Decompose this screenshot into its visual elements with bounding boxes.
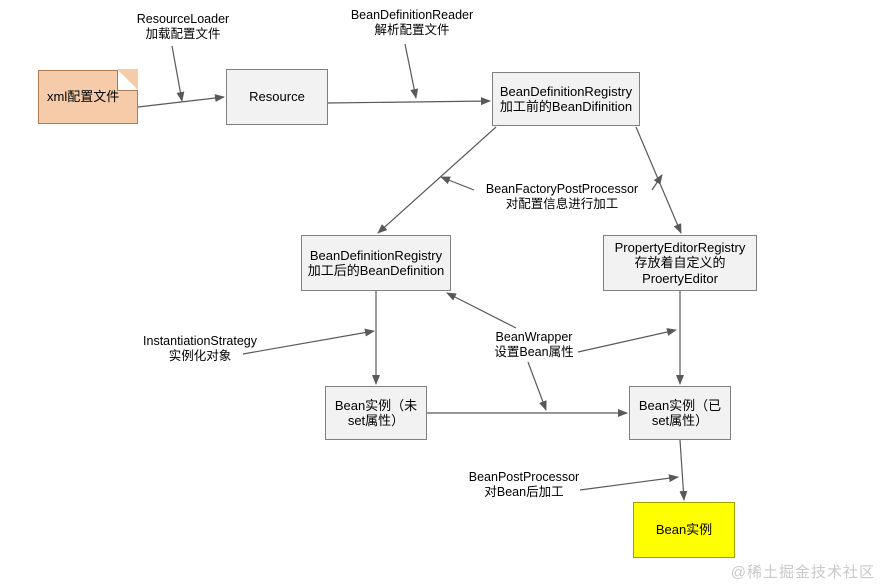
node-bean-instance-set[interactable]: Bean实例（已 set属性） <box>629 386 731 440</box>
node-label: BeanDefinitionRegistry 加工前的BeanDifinitio… <box>499 83 633 114</box>
node-label: Bean实例（未 set属性） <box>334 397 418 428</box>
node-xml-config-file[interactable]: xml配置文件 <box>38 69 138 124</box>
node-label: Resource <box>249 89 305 105</box>
edge-bfpp-connector-right <box>651 174 663 191</box>
edge-resourceloader-connector <box>171 45 185 102</box>
edge-label-bean-definition-reader: BeanDefinitionReader 解析配置文件 <box>350 8 474 37</box>
node-label: BeanDefinitionRegistry 加工后的BeanDefinitio… <box>307 247 445 278</box>
node-label: Bean实例（已 set属性） <box>638 397 722 428</box>
edge-label-instantiation-strategy: InstantiationStrategy 实例化对象 <box>143 334 257 363</box>
node-label: xml配置文件 <box>47 89 120 105</box>
node-label: Bean实例 <box>655 522 713 538</box>
edge-bean-set-to-bean-final <box>679 439 688 501</box>
edge-beanwrapper-connector-down <box>527 361 547 411</box>
edge-label-bean-post-processor: BeanPostProcessor 对Bean后加工 <box>468 470 580 499</box>
edge-resource-to-bdr-before <box>327 97 491 106</box>
node-bean-definition-registry-after[interactable]: BeanDefinitionRegistry 加工后的BeanDefinitio… <box>301 235 451 291</box>
node-resource[interactable]: Resource <box>226 69 328 125</box>
node-label: PropertyEditorRegistry 存放着自定义的 ProertyEd… <box>614 240 746 286</box>
edge-label-bean-factory-post-processor: BeanFactoryPostProcessor 对配置信息进行加工 <box>485 182 639 211</box>
edge-label-bean-wrapper: BeanWrapper 设置Bean属性 <box>494 330 574 359</box>
edge-instantiation-strategy-connector <box>242 328 375 355</box>
node-bean-instance-unset[interactable]: Bean实例（未 set属性） <box>325 386 427 440</box>
edge-beanwrapper-connector-left <box>446 292 517 329</box>
edge-beanwrapper-connector-right <box>577 328 677 353</box>
node-bean-definition-registry-before[interactable]: BeanDefinitionRegistry 加工前的BeanDifinitio… <box>492 72 640 126</box>
watermark: @稀土掘金技术社区 <box>730 564 875 581</box>
edge-bdr-before-to-bdr-after <box>377 126 497 234</box>
edge-label-resource-loader: ResourceLoader 加载配置文件 <box>136 12 230 41</box>
edge-bdreader-connector <box>404 43 419 99</box>
node-bean-instance-final[interactable]: Bean实例 <box>633 502 735 558</box>
document-fold-icon <box>117 69 138 91</box>
node-property-editor-registry[interactable]: PropertyEditorRegistry 存放着自定义的 ProertyEd… <box>603 235 757 291</box>
edge-bfpp-connector-left <box>440 176 475 191</box>
edge-beanpostprocessor-connector <box>579 474 679 491</box>
edge-xml-to-resource <box>137 94 225 108</box>
